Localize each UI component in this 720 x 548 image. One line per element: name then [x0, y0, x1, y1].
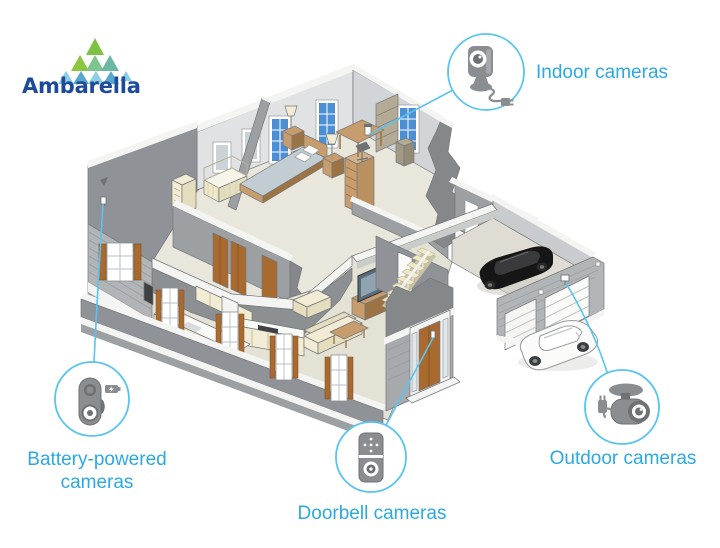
first-floor [80, 203, 498, 444]
ambarella-logo-mark [58, 38, 132, 84]
front-wall [80, 287, 386, 444]
front-door [418, 320, 441, 392]
outdoor-cameras-callout [584, 369, 660, 445]
indoor-cameras-callout [447, 33, 525, 111]
nursery-front-wall [172, 200, 307, 307]
coffee-table [329, 320, 369, 340]
stove [258, 325, 278, 334]
file-cabinet [395, 141, 405, 167]
callout-lines [93, 89, 609, 428]
desk-indoor-camera [364, 124, 372, 136]
porch-step [405, 376, 461, 404]
sink [182, 322, 202, 332]
black-car [477, 246, 553, 296]
outdoor-callout-line [565, 282, 609, 376]
doorbell-camera-on-door [430, 330, 436, 339]
attic-vent [100, 177, 108, 186]
garage-wing [449, 177, 605, 371]
outdoor-cameras-label: Outdoor cameras [549, 448, 697, 469]
ambarella-logo-text: Ambarella [22, 74, 141, 98]
bedroom-furniture [239, 105, 375, 213]
garage-light [538, 289, 544, 295]
doorbell-callout-line [384, 337, 434, 428]
lamp [284, 105, 298, 117]
garage-light [595, 261, 601, 267]
nursery-furniture [171, 155, 248, 215]
outdoor-camera-on-garage [560, 274, 570, 285]
sidelight [411, 331, 418, 393]
closet-door [230, 240, 247, 297]
white-car [518, 319, 599, 371]
entry [384, 277, 461, 412]
front-window [269, 333, 299, 381]
battery-callout-line [93, 203, 104, 363]
desk-chair [355, 141, 371, 153]
office-furniture [335, 93, 415, 167]
battery-camera-icon [78, 377, 121, 426]
front-window [324, 354, 354, 402]
indoor-callout-line [369, 89, 454, 135]
lamp [325, 133, 339, 145]
doorbell-cameras-label: Doorbell cameras [297, 503, 447, 524]
indoor-cameras-label: Indoor cameras [536, 62, 669, 83]
electrical-panel [143, 281, 154, 306]
doorbell-cameras-callout [335, 421, 407, 493]
doorbell-camera-icon [358, 432, 384, 483]
outdoor-camera-icon [598, 383, 650, 425]
sidelight [442, 317, 449, 379]
indoor-camera-icon [468, 46, 514, 106]
battery-cameras-callout [54, 361, 130, 437]
closet-door [212, 232, 229, 289]
battery-cameras-label: Battery-powered cameras [27, 449, 167, 494]
